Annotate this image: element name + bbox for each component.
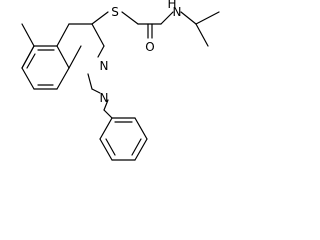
bond (56, 23, 70, 47)
structure-canvas: S O H N N N (21, 0, 220, 161)
bond (91, 11, 109, 25)
bond (56, 45, 70, 69)
bond (195, 11, 220, 25)
nitrogen-atom-label: N (173, 5, 182, 19)
bond (21, 67, 35, 90)
hydrogen-atom-label: H (167, 0, 176, 11)
ring-nitrogen-label: N (100, 59, 109, 73)
bond (99, 117, 113, 140)
bond (105, 138, 116, 156)
bond (103, 99, 109, 111)
bond (68, 45, 82, 69)
bond (180, 11, 197, 25)
chemical-structure-drawing: S O H N N N (21, 0, 220, 161)
bond (87, 73, 93, 90)
bond (91, 88, 101, 94)
bond (21, 45, 35, 69)
bond (56, 67, 70, 90)
bond (103, 109, 113, 119)
bond (134, 138, 148, 161)
ring-nitrogen-label: N (100, 91, 109, 105)
sulfur-atom-label: S (111, 5, 119, 19)
bond (26, 53, 36, 69)
bond (99, 138, 113, 161)
bond (160, 11, 174, 25)
bond (131, 138, 142, 156)
bond (91, 23, 105, 47)
oxygen-atom-label: O (145, 40, 154, 54)
bond-group (21, 11, 220, 161)
bond (121, 11, 139, 25)
bond (21, 23, 35, 47)
bond (195, 23, 209, 47)
bond (97, 45, 105, 58)
bond (134, 117, 148, 140)
